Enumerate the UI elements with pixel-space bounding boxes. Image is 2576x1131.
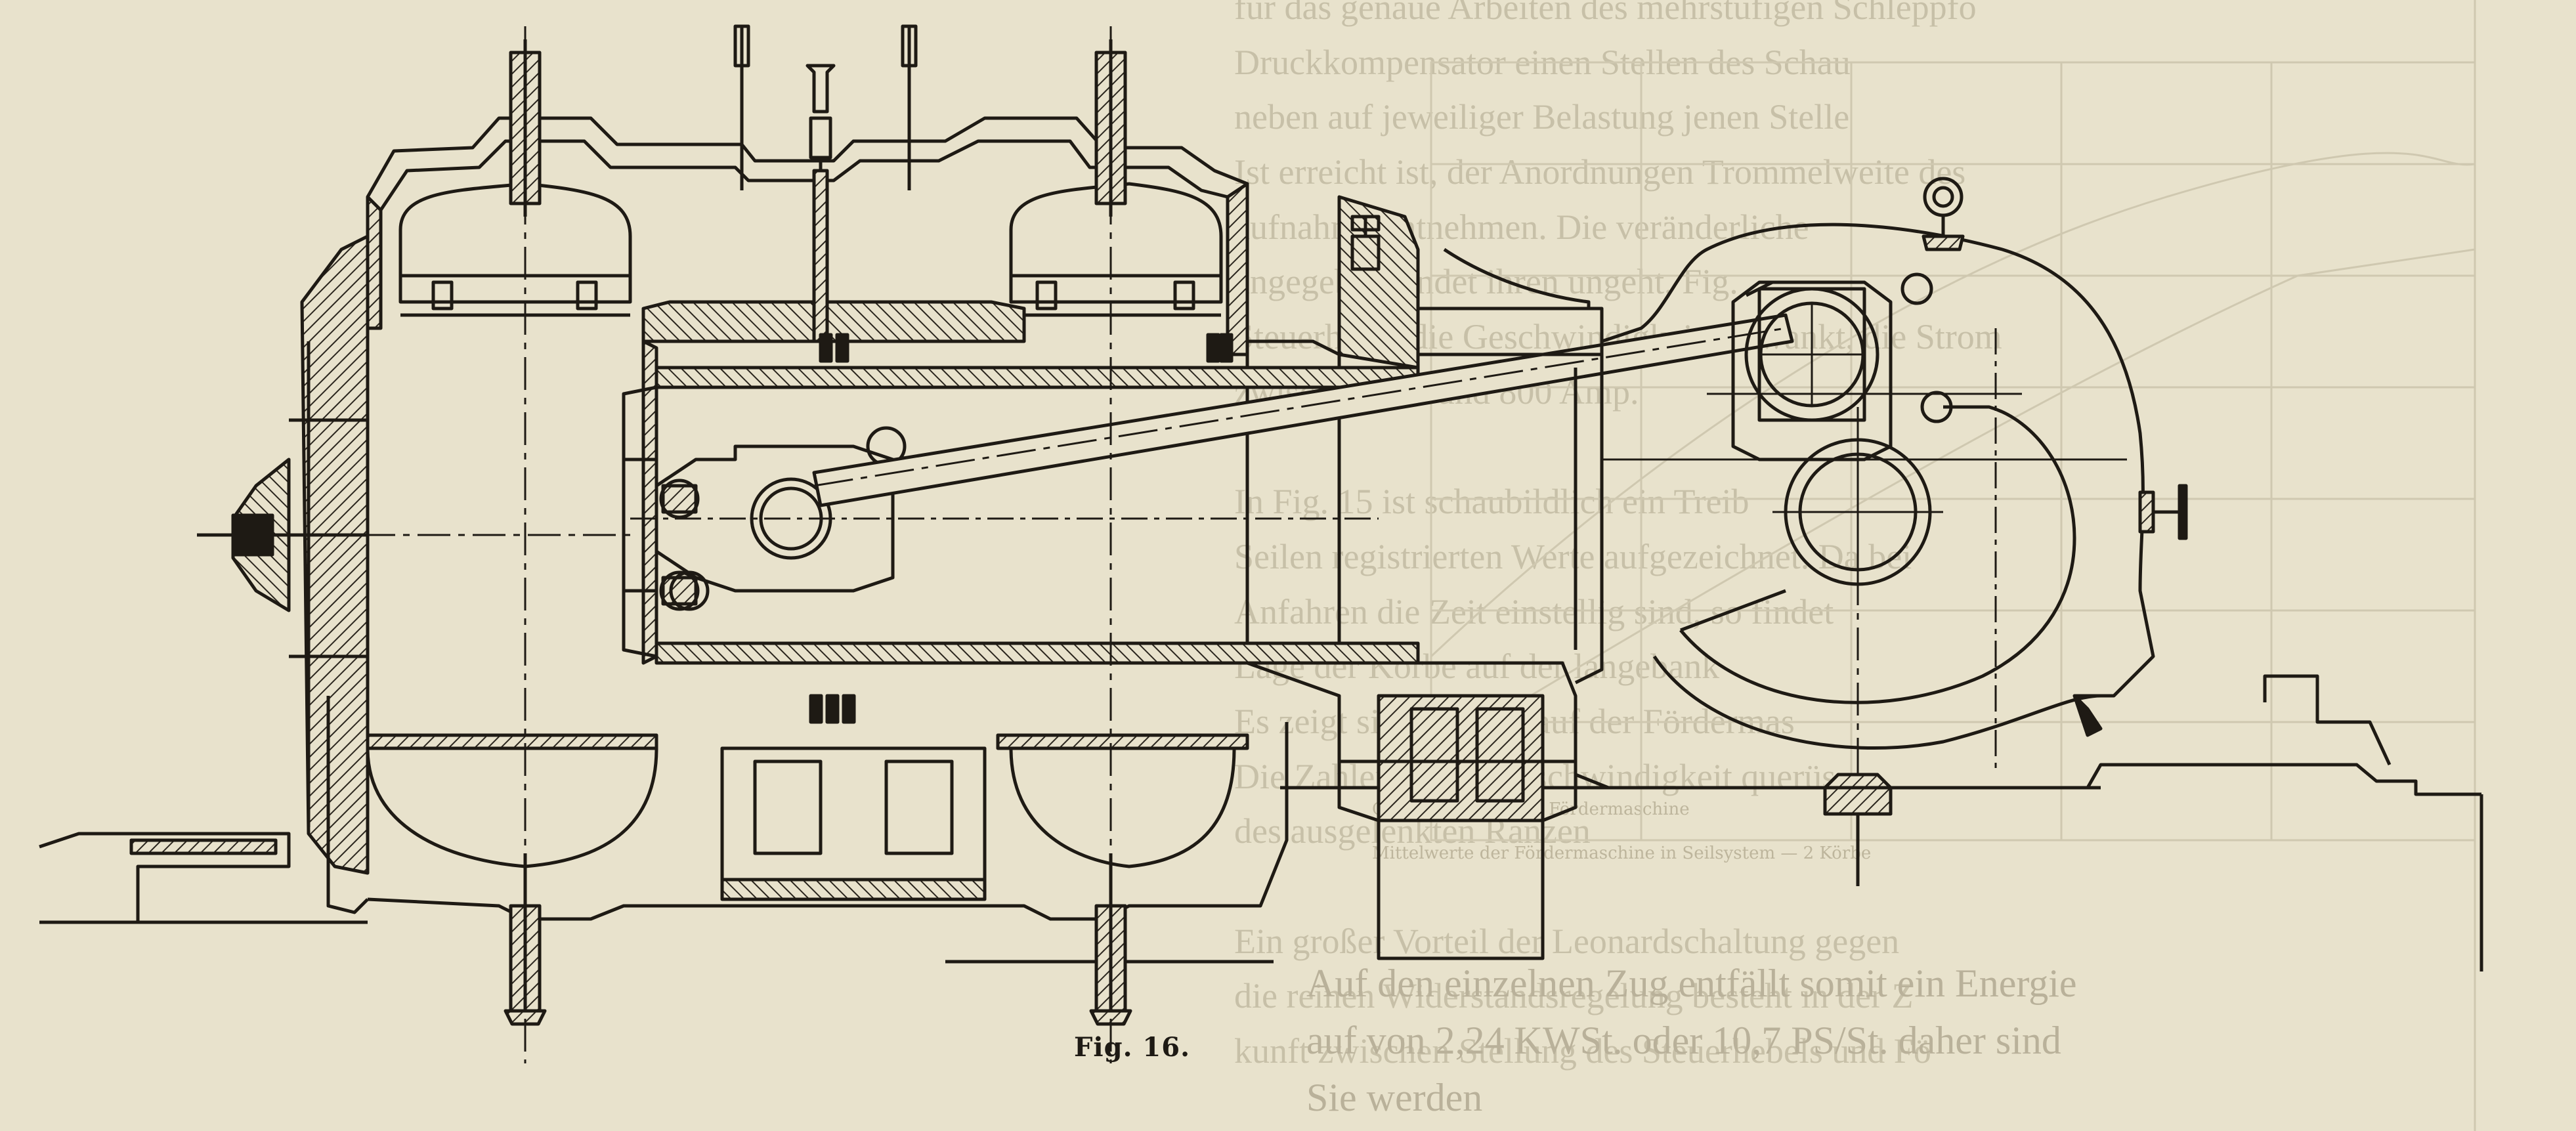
connecting-rod bbox=[812, 313, 1794, 507]
bleed-chart-caption: Mittelwerte der Fördermaschine in Seilsy… bbox=[1372, 843, 1872, 863]
upper-valve-chest bbox=[366, 116, 1249, 356]
bearing-pedestal bbox=[1575, 773, 2101, 886]
valve-spindles bbox=[509, 24, 1127, 343]
bleed-through-bottom-text: Auf den einzelnen Zug entfällt somit ein… bbox=[1306, 962, 2077, 1119]
guide-frame bbox=[1245, 195, 1604, 960]
figure-caption: Fig. 16. bbox=[1074, 1032, 1191, 1063]
left-end-cover bbox=[197, 234, 370, 875]
crank-housing bbox=[1574, 177, 2188, 768]
foundation-base bbox=[39, 674, 2483, 971]
lower-valve-chest bbox=[326, 696, 1289, 1026]
